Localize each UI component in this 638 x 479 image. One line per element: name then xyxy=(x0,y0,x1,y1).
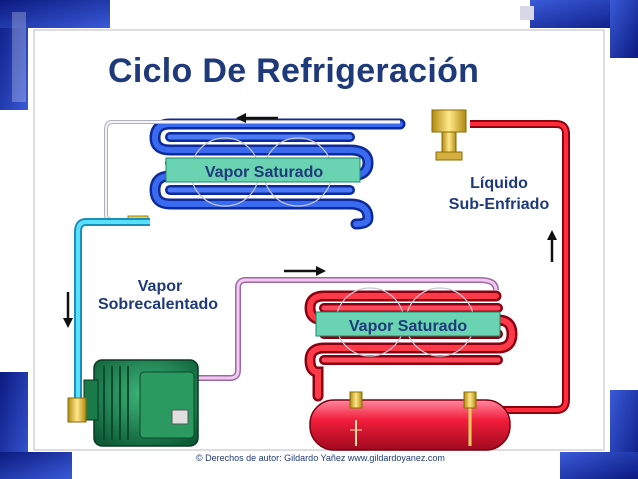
compressor-suction-valve xyxy=(67,397,87,423)
page-title: Ciclo De Refrigeración xyxy=(108,52,480,90)
receiver-tank xyxy=(309,398,511,451)
frame-corner-top-right xyxy=(520,0,638,58)
vapor-label-line2: Sobrecalentado xyxy=(97,296,219,313)
condenser-banner-text: Vapor Saturado xyxy=(348,318,468,335)
arrow-up-icon xyxy=(547,230,557,262)
condenser-coil xyxy=(304,290,518,402)
arrow-right-icon xyxy=(284,266,326,276)
arrow-left-icon xyxy=(236,113,278,123)
liquid-label-line2: Sub-Enfriado xyxy=(448,196,550,213)
liquid-line-inner xyxy=(470,122,568,412)
expansion-valve xyxy=(431,109,467,161)
evaporator-banner-text: Vapor Saturado xyxy=(204,164,324,181)
frame-corner-bottom-left xyxy=(0,372,72,479)
diagram-border xyxy=(33,29,605,451)
frame-corner-top-left xyxy=(0,0,110,110)
frame-corner-bottom-right xyxy=(560,390,638,479)
arrow-down-icon xyxy=(63,292,73,328)
receiver-valve-left xyxy=(349,391,363,409)
suction-line-cyan-inner xyxy=(76,220,150,398)
evaporator-banner xyxy=(165,157,361,183)
vapor-label-line1: Vapor xyxy=(137,278,183,295)
compressor xyxy=(83,359,199,447)
discharge-line-inner xyxy=(196,278,498,380)
copyright-text: © Derechos de autor: Gildardo Yañez www.… xyxy=(196,453,445,463)
liquid-label-line1: Líquido xyxy=(470,175,528,192)
receiver-valve-right xyxy=(463,391,477,409)
condenser-banner xyxy=(315,311,501,337)
liquid-line xyxy=(470,120,570,414)
